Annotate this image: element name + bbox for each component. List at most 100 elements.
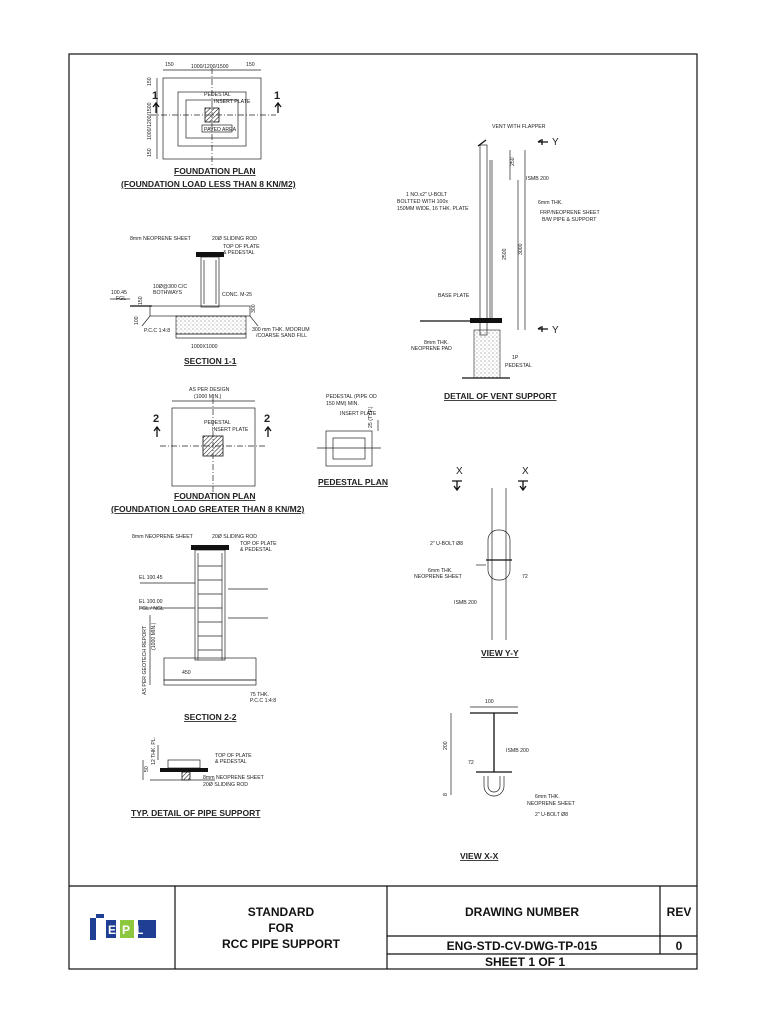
s2-title: SECTION 2-2 — [184, 712, 237, 722]
section-1-1: 8mm NEOPRENE SHEET 20Ø SLIDING ROD TOP O… — [110, 236, 310, 366]
plan1-title: FOUNDATION PLAN — [174, 166, 256, 176]
vent-ped-2: PEDESTAL — [505, 363, 532, 369]
vent-support-detail: Y Y VENT WITH FLAPPER ISMB 200 1 NO.x2" … — [397, 124, 600, 401]
xx-dim-72: 72 — [468, 760, 474, 766]
s2-min: (1000 MIN.) — [151, 622, 157, 650]
s1-murum-1: 300 mm THK. MOORUM — [252, 327, 310, 333]
pedestal-plan: PEDESTAL (PIPE OD 150 MM) MIN. INSERT PL… — [317, 394, 388, 487]
ps-title: TYP. DETAIL OF PIPE SUPPORT — [131, 808, 261, 818]
s1-dim-150: 150 — [138, 296, 144, 305]
vent-ismb: ISMB 200 — [526, 176, 549, 182]
s1-dim-300: 300 — [251, 304, 257, 313]
drawing-number-label: DRAWING NUMBER — [465, 905, 579, 919]
s1-conc: CONC. M-25 — [222, 292, 252, 298]
plan1-paved-area: PAVED AREA — [204, 127, 237, 133]
ps-dim-50: 50 — [144, 766, 150, 772]
p2-min: (1000 MIN.) — [194, 394, 222, 400]
pp-line-2: 150 MM) MIN. — [326, 401, 359, 407]
xx-title: VIEW X-X — [460, 851, 499, 861]
yy-x-right: X — [522, 466, 529, 477]
pp-title: PEDESTAL PLAN — [318, 477, 388, 487]
yy-title: VIEW Y-Y — [481, 648, 519, 658]
foundation-plan-2: AS PER DESIGN (1000 MIN.) PEDESTAL INSER… — [111, 387, 304, 514]
dim-width-set: 1000/1200/1500 — [191, 64, 229, 70]
xx-dim-100: 100 — [485, 699, 494, 705]
section-mark-2-left: 2 — [153, 413, 159, 425]
rev-value: 0 — [676, 939, 683, 953]
s1-neoprene: 8mm NEOPRENE SHEET — [130, 236, 192, 242]
yy-dim-72: 72 — [522, 574, 528, 580]
pp-typ: 25 (TYP.) — [368, 406, 374, 428]
vent-thk: 6mm THK. — [538, 200, 563, 206]
xx-dim-200: 200 — [443, 741, 449, 750]
s1-murum-2: /COARSE SAND FILL — [256, 333, 307, 339]
s2-neoprene: 8mm NEOPRENE SHEET — [132, 534, 194, 540]
s2-top-plate: TOP OF PLATE — [240, 541, 277, 547]
xx-ubolt: 2" U-BOLT Ø8 — [535, 812, 568, 818]
yy-x-left: X — [456, 466, 463, 477]
section-2-2: 8mm NEOPRENE SHEET 20Ø SLIDING ROD TOP O… — [132, 534, 277, 722]
ps-neoprene: 8mm NEOPRENE SHEET — [203, 775, 265, 781]
sheet-border — [68, 53, 698, 970]
plan1-pedestal: PEDESTAL — [204, 92, 231, 98]
title-standard: STANDARD — [248, 905, 315, 919]
title-block: EPL STANDARD FOR RCC PIPE SUPPORT DRAWIN… — [69, 885, 697, 969]
s2-as-per: AS PER GEOTECH REPORT — [142, 625, 148, 695]
section-mark-1-right: 1 — [274, 90, 280, 102]
ps-and-pedestal: & PEDESTAL — [215, 759, 247, 765]
p2-subtitle: (FOUNDATION LOAD GREATER THAN 8 KN/M2) — [111, 504, 304, 514]
vent-y-bottom: Y — [552, 325, 559, 336]
pp-insert-plate: INSERT PLATE — [340, 411, 377, 417]
dim-150-side-a: 150 — [147, 77, 153, 86]
vent-ubolt-2: BOLTTED WITH 100x — [397, 199, 448, 205]
dim-150-right: 150 — [246, 62, 255, 68]
view-y-y: X X 2" U-BOLT Ø8 6mm THK. NEOPRENE SHEET… — [414, 466, 529, 658]
s1-bars-2: BOTHWAYS — [153, 290, 183, 296]
ps-sliding-rod: 20Ø SLIDING ROD — [203, 782, 248, 788]
plan1-subtitle: (FOUNDATION LOAD LESS THAN 8 KN/M2) — [121, 179, 296, 189]
xx-neoprene: NEOPRENE SHEET — [527, 801, 576, 807]
yy-ubolt: 2" U-BOLT Ø8 — [430, 541, 463, 547]
yy-thk: 6mm THK. — [428, 568, 453, 574]
foundation-plan-1: 150 1000/1200/1500 150 1000/1200/1500 15… — [121, 62, 296, 189]
s2-el1: EL 100.45 — [139, 575, 163, 581]
section-mark-2-right: 2 — [264, 413, 270, 425]
vent-dim-3000: 3000 — [518, 243, 524, 255]
dim-150-side-b: 150 — [147, 148, 153, 157]
vent-dim-250: 250 — [510, 157, 516, 166]
xx-thk: 6mm THK. — [535, 794, 560, 800]
rev-label: REV — [667, 905, 692, 919]
s1-bars-1: 10Ø@300 C/C — [153, 284, 187, 290]
s2-and-pedestal: & PEDESTAL — [240, 547, 272, 553]
view-x-x: 100 200 72 8 ISMB 200 6mm THK. NEOPRENE … — [443, 699, 576, 861]
dim-height-set: 1000/1200/1500 — [147, 102, 153, 140]
vent-frp-1: FRP/NEOPRENE SHEET — [540, 210, 600, 216]
s1-size: 1000X1000 — [191, 344, 218, 350]
vent-pad-2: NEOPRENE PAD — [411, 346, 452, 352]
s1-fgl: FGL — [116, 296, 126, 302]
s2-sliding-rod: 20Ø SLIDING ROD — [212, 534, 257, 540]
s1-el: 100.45 — [111, 290, 127, 296]
yy-neoprene: NEOPRENE SHEET — [414, 574, 463, 580]
s2-pcc-1: 75 THK. — [250, 692, 269, 698]
ps-top-plate: TOP OF PLATE — [215, 753, 252, 759]
s2-fgl: FGL / NGL — [139, 606, 164, 612]
s1-dim-100: 100 — [134, 316, 140, 325]
s1-pcc: P.C.C 1:4:8 — [144, 328, 170, 334]
s1-title: SECTION 1-1 — [184, 356, 237, 366]
logo-text: EPL — [108, 923, 149, 937]
s2-pcc-2: P.C.C 1:4:8 — [250, 698, 276, 704]
p2-as-per-design: AS PER DESIGN — [189, 387, 230, 393]
pipe-support-detail: 12 THK. PL. 50 TOP OF PLATE & PEDESTAL 8… — [131, 737, 265, 818]
p2-insert-plate: INSERT PLATE — [212, 427, 249, 433]
xx-dim-8: 8 — [443, 793, 449, 796]
s1-sliding-rod: 20Ø SLIDING ROD — [212, 236, 257, 242]
ps-thk: 12 THK. PL. — [151, 737, 157, 765]
s2-el2: EL 100.00 — [139, 599, 163, 605]
title-for: FOR — [268, 921, 294, 935]
s1-top-plate: TOP OF PLATE — [223, 244, 260, 250]
vent-ubolt-1: 1 NO.x2" U-BOLT — [406, 192, 448, 198]
drawing-number: ENG-STD-CV-DWG-TP-015 — [447, 939, 598, 953]
plan1-insert-plate: INSERT PLATE — [214, 99, 251, 105]
